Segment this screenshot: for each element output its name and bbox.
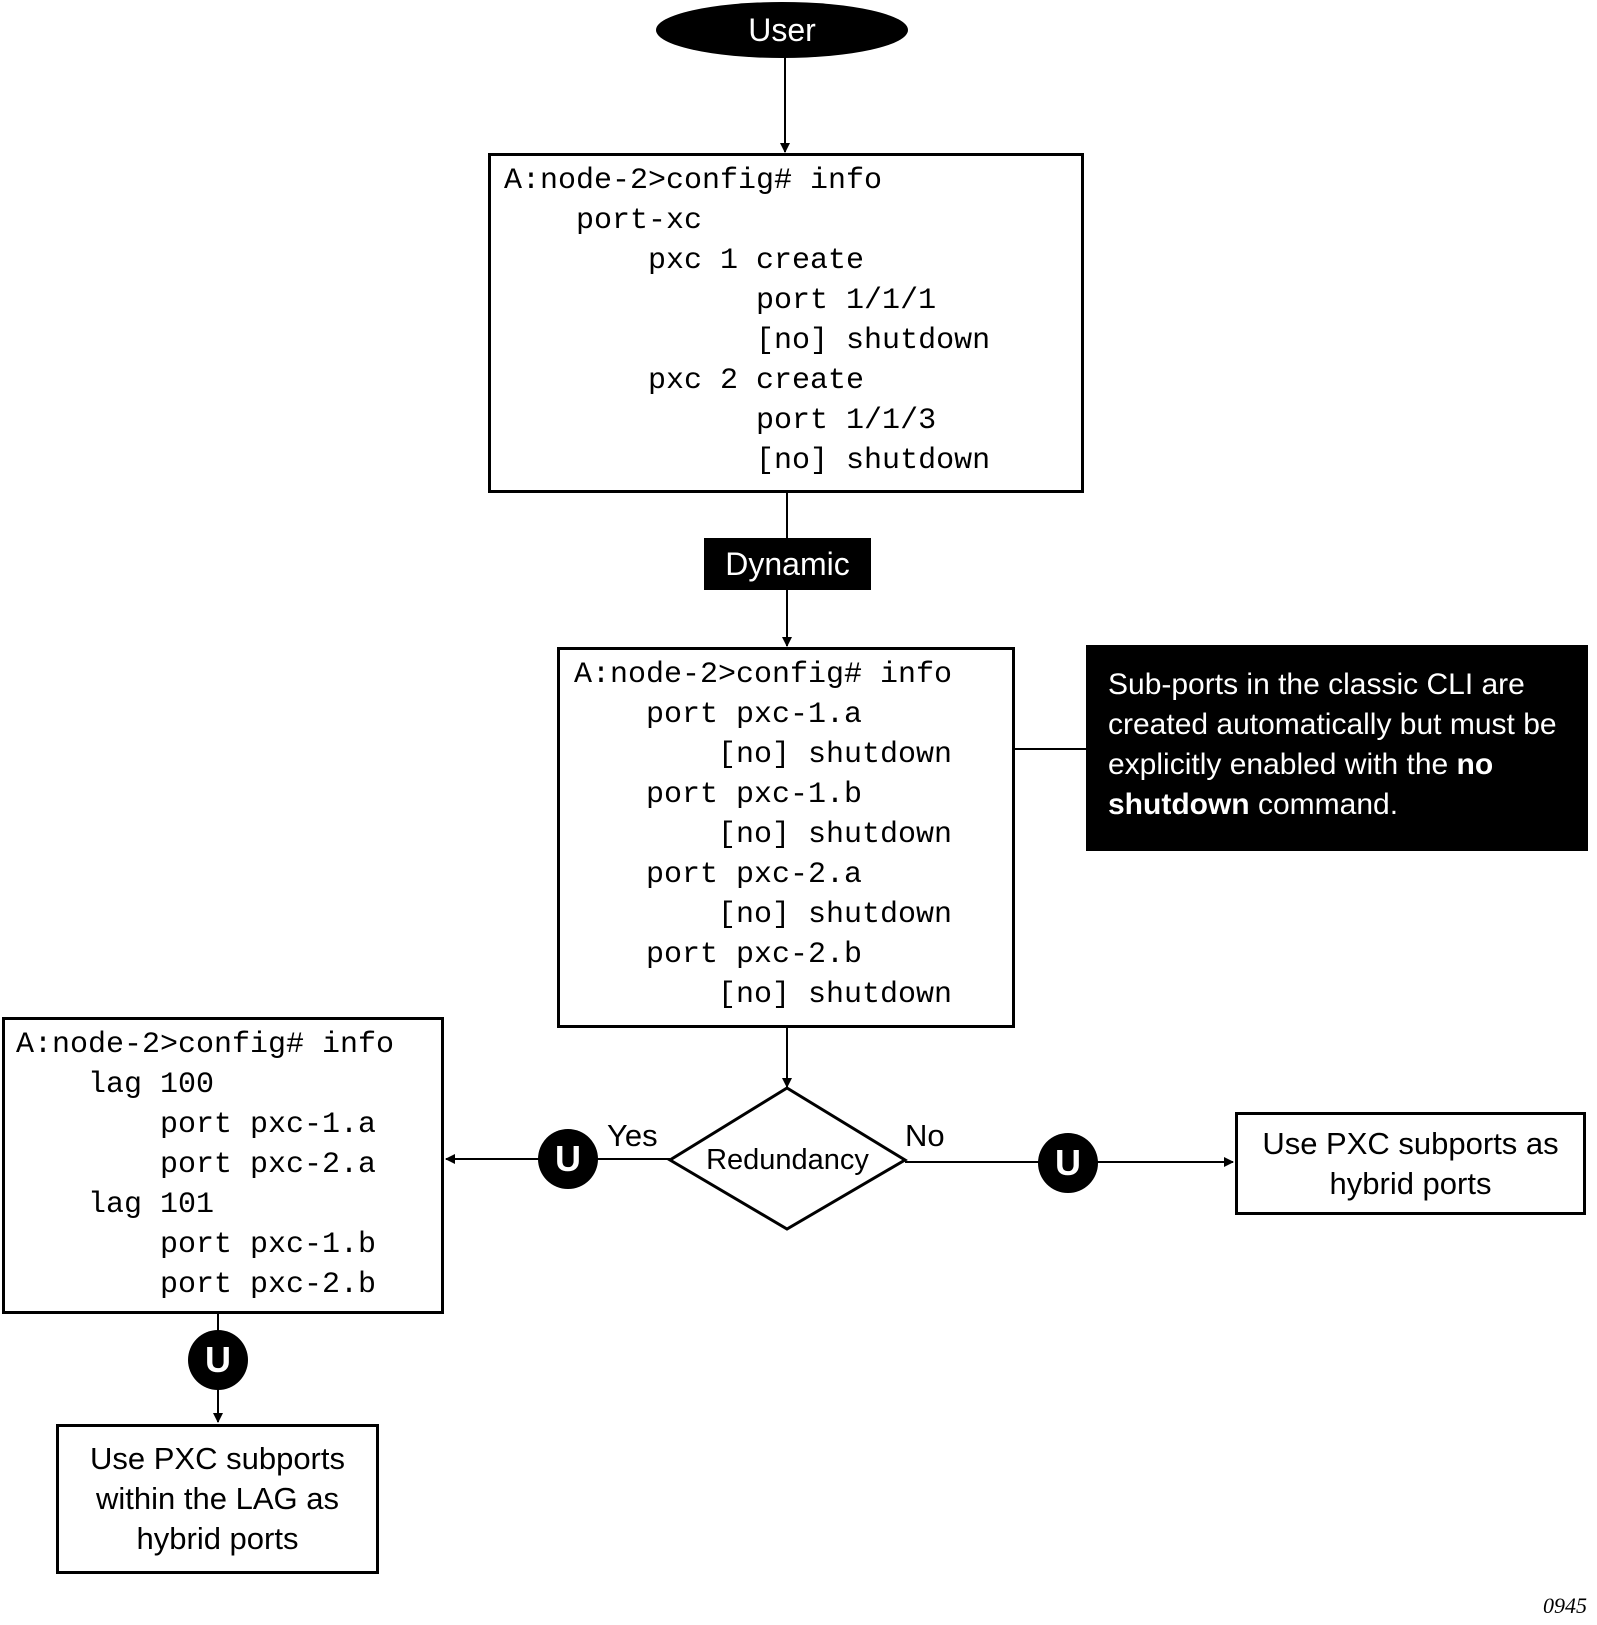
code-line: [no] shutdown — [504, 444, 991, 478]
code-line: [no] shutdown — [574, 978, 953, 1012]
user-terminator: User — [656, 2, 908, 58]
decision-label: Redundancy — [706, 1143, 869, 1176]
config-box-subports: A:node-2>config# info port pxc-1.a [no] … — [557, 647, 1015, 1028]
code-line: A:node-2>config# info — [16, 1028, 395, 1062]
code-line: A:node-2>config# info — [504, 164, 883, 198]
config-box-port-xc: A:node-2>config# info port-xc pxc 1 crea… — [488, 153, 1084, 493]
note-bold-command: no shutdown — [1108, 748, 1494, 821]
code-line: port pxc-1.b — [574, 778, 863, 812]
code-line: [no] shutdown — [504, 324, 991, 358]
figure-id: 0945 — [1543, 1593, 1587, 1618]
code-line: lag 100 — [16, 1068, 215, 1102]
decision-diamond — [667, 1086, 908, 1231]
code-line: port pxc-2.b — [574, 938, 863, 972]
note-text: Sub-ports in the classic CLI are created… — [1108, 668, 1557, 781]
code-line: port pxc-2.a — [16, 1148, 377, 1182]
dynamic-label: Dynamic — [704, 538, 871, 590]
outcome-lag-text: Use PXC subports within the LAG as hybri… — [90, 1441, 345, 1556]
code-line: port pxc-1.a — [16, 1108, 377, 1142]
code-block: A:node-2>config# info port-xc pxc 1 crea… — [504, 161, 1081, 481]
code-line: port-xc — [504, 204, 703, 238]
outcome-hybrid-ports: Use PXC subports as hybrid ports — [1235, 1112, 1586, 1215]
code-line: port pxc-1.b — [16, 1228, 377, 1262]
dynamic-label-text: Dynamic — [725, 545, 850, 582]
u-badge-yes: U — [538, 1129, 598, 1189]
code-line: port pxc-2.a — [574, 858, 863, 892]
code-line: port 1/1/1 — [504, 284, 937, 318]
u-badge-no: U — [1038, 1133, 1098, 1193]
code-block: A:node-2>config# info port pxc-1.a [no] … — [574, 655, 1012, 1015]
outcome-hybrid-text: Use PXC subports as hybrid ports — [1262, 1125, 1559, 1201]
code-line: port pxc-1.a — [574, 698, 863, 732]
code-line: [no] shutdown — [574, 898, 953, 932]
u-badge-lag: U — [188, 1330, 248, 1390]
code-line: pxc 1 create — [504, 244, 865, 278]
code-line: [no] shutdown — [574, 738, 953, 772]
note-box: Sub-ports in the classic CLI are created… — [1086, 645, 1588, 851]
code-block: A:node-2>config# info lag 100 port pxc-1… — [16, 1025, 441, 1305]
outcome-lag-hybrid-ports: Use PXC subports within the LAG as hybri… — [56, 1424, 379, 1574]
code-line: port pxc-2.b — [16, 1268, 377, 1302]
code-line: pxc 2 create — [504, 364, 865, 398]
code-line: port 1/1/3 — [504, 404, 937, 438]
yes-label: Yes — [607, 1118, 658, 1153]
config-box-lag: A:node-2>config# info lag 100 port pxc-1… — [2, 1017, 444, 1314]
code-line: lag 101 — [16, 1188, 215, 1222]
note-text-end: command. — [1249, 788, 1399, 821]
user-label: User — [748, 11, 816, 48]
no-label: No — [905, 1118, 945, 1153]
code-line: [no] shutdown — [574, 818, 953, 852]
code-line: A:node-2>config# info — [574, 658, 953, 692]
